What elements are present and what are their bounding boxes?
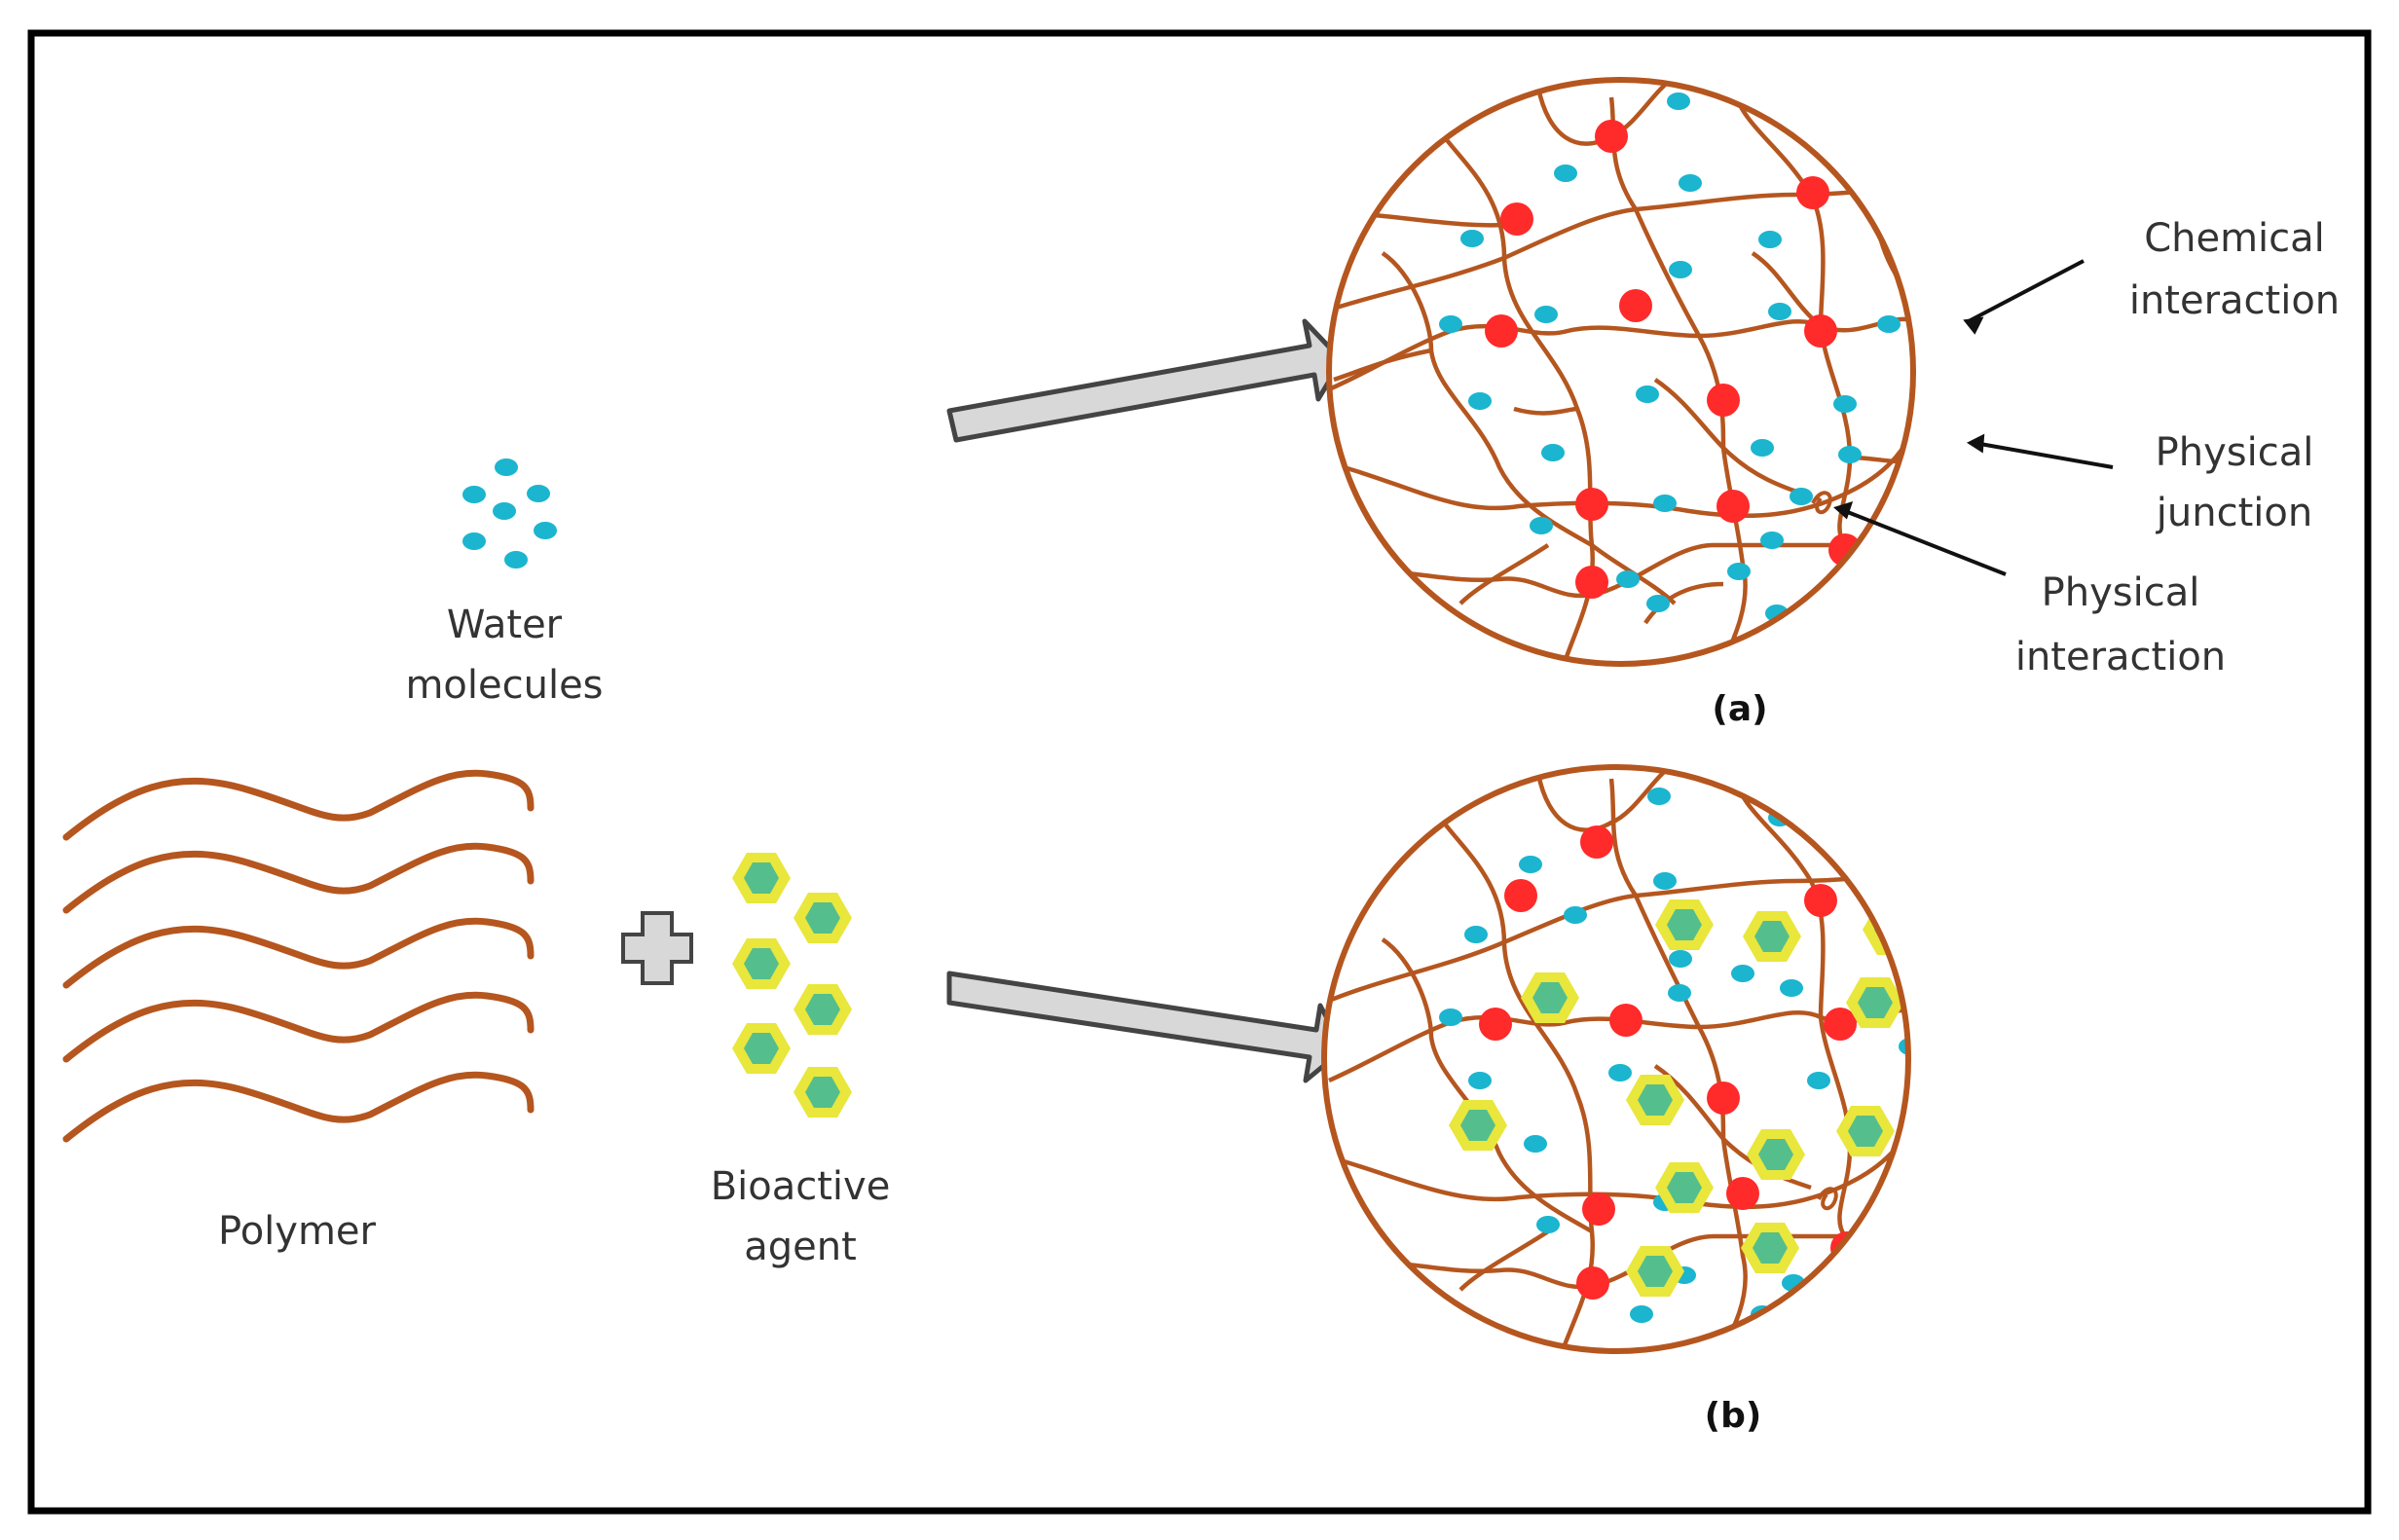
bioactive-label-line1: Bioactive — [711, 1164, 891, 1209]
figure-frame — [27, 29, 2372, 1515]
physical-junction-label-line2: junction — [2156, 491, 2312, 535]
plus-icon — [621, 911, 693, 985]
caption-a: (a) — [1712, 689, 1767, 729]
callout-lines — [1833, 259, 2114, 576]
physical-junction-label-line1: Physical — [2156, 430, 2314, 475]
physical-interaction-label-line1: Physical — [2042, 570, 2200, 615]
bioactive-agent-icon — [732, 853, 852, 1118]
caption-b: (b) — [1705, 1396, 1762, 1436]
water-label-line2: molecules — [405, 663, 603, 708]
polymer-label: Polymer — [218, 1209, 377, 1254]
physical-interaction-label-line2: interaction — [2015, 635, 2226, 679]
chemical-label-line2: interaction — [2129, 278, 2340, 323]
arrow-to-a-icon — [946, 318, 1345, 443]
water-label-line1: Water — [447, 603, 563, 647]
hydrogel-network-a — [1326, 77, 1916, 667]
hydrogel-network-b — [1321, 764, 1911, 1354]
chemical-label-line1: Chemical — [2144, 216, 2325, 261]
water-molecules-icon — [462, 458, 557, 568]
bioactive-label-line2: agent — [744, 1225, 857, 1269]
arrow-to-b-icon — [946, 971, 1347, 1083]
polymer-chains-icon — [62, 769, 535, 1143]
